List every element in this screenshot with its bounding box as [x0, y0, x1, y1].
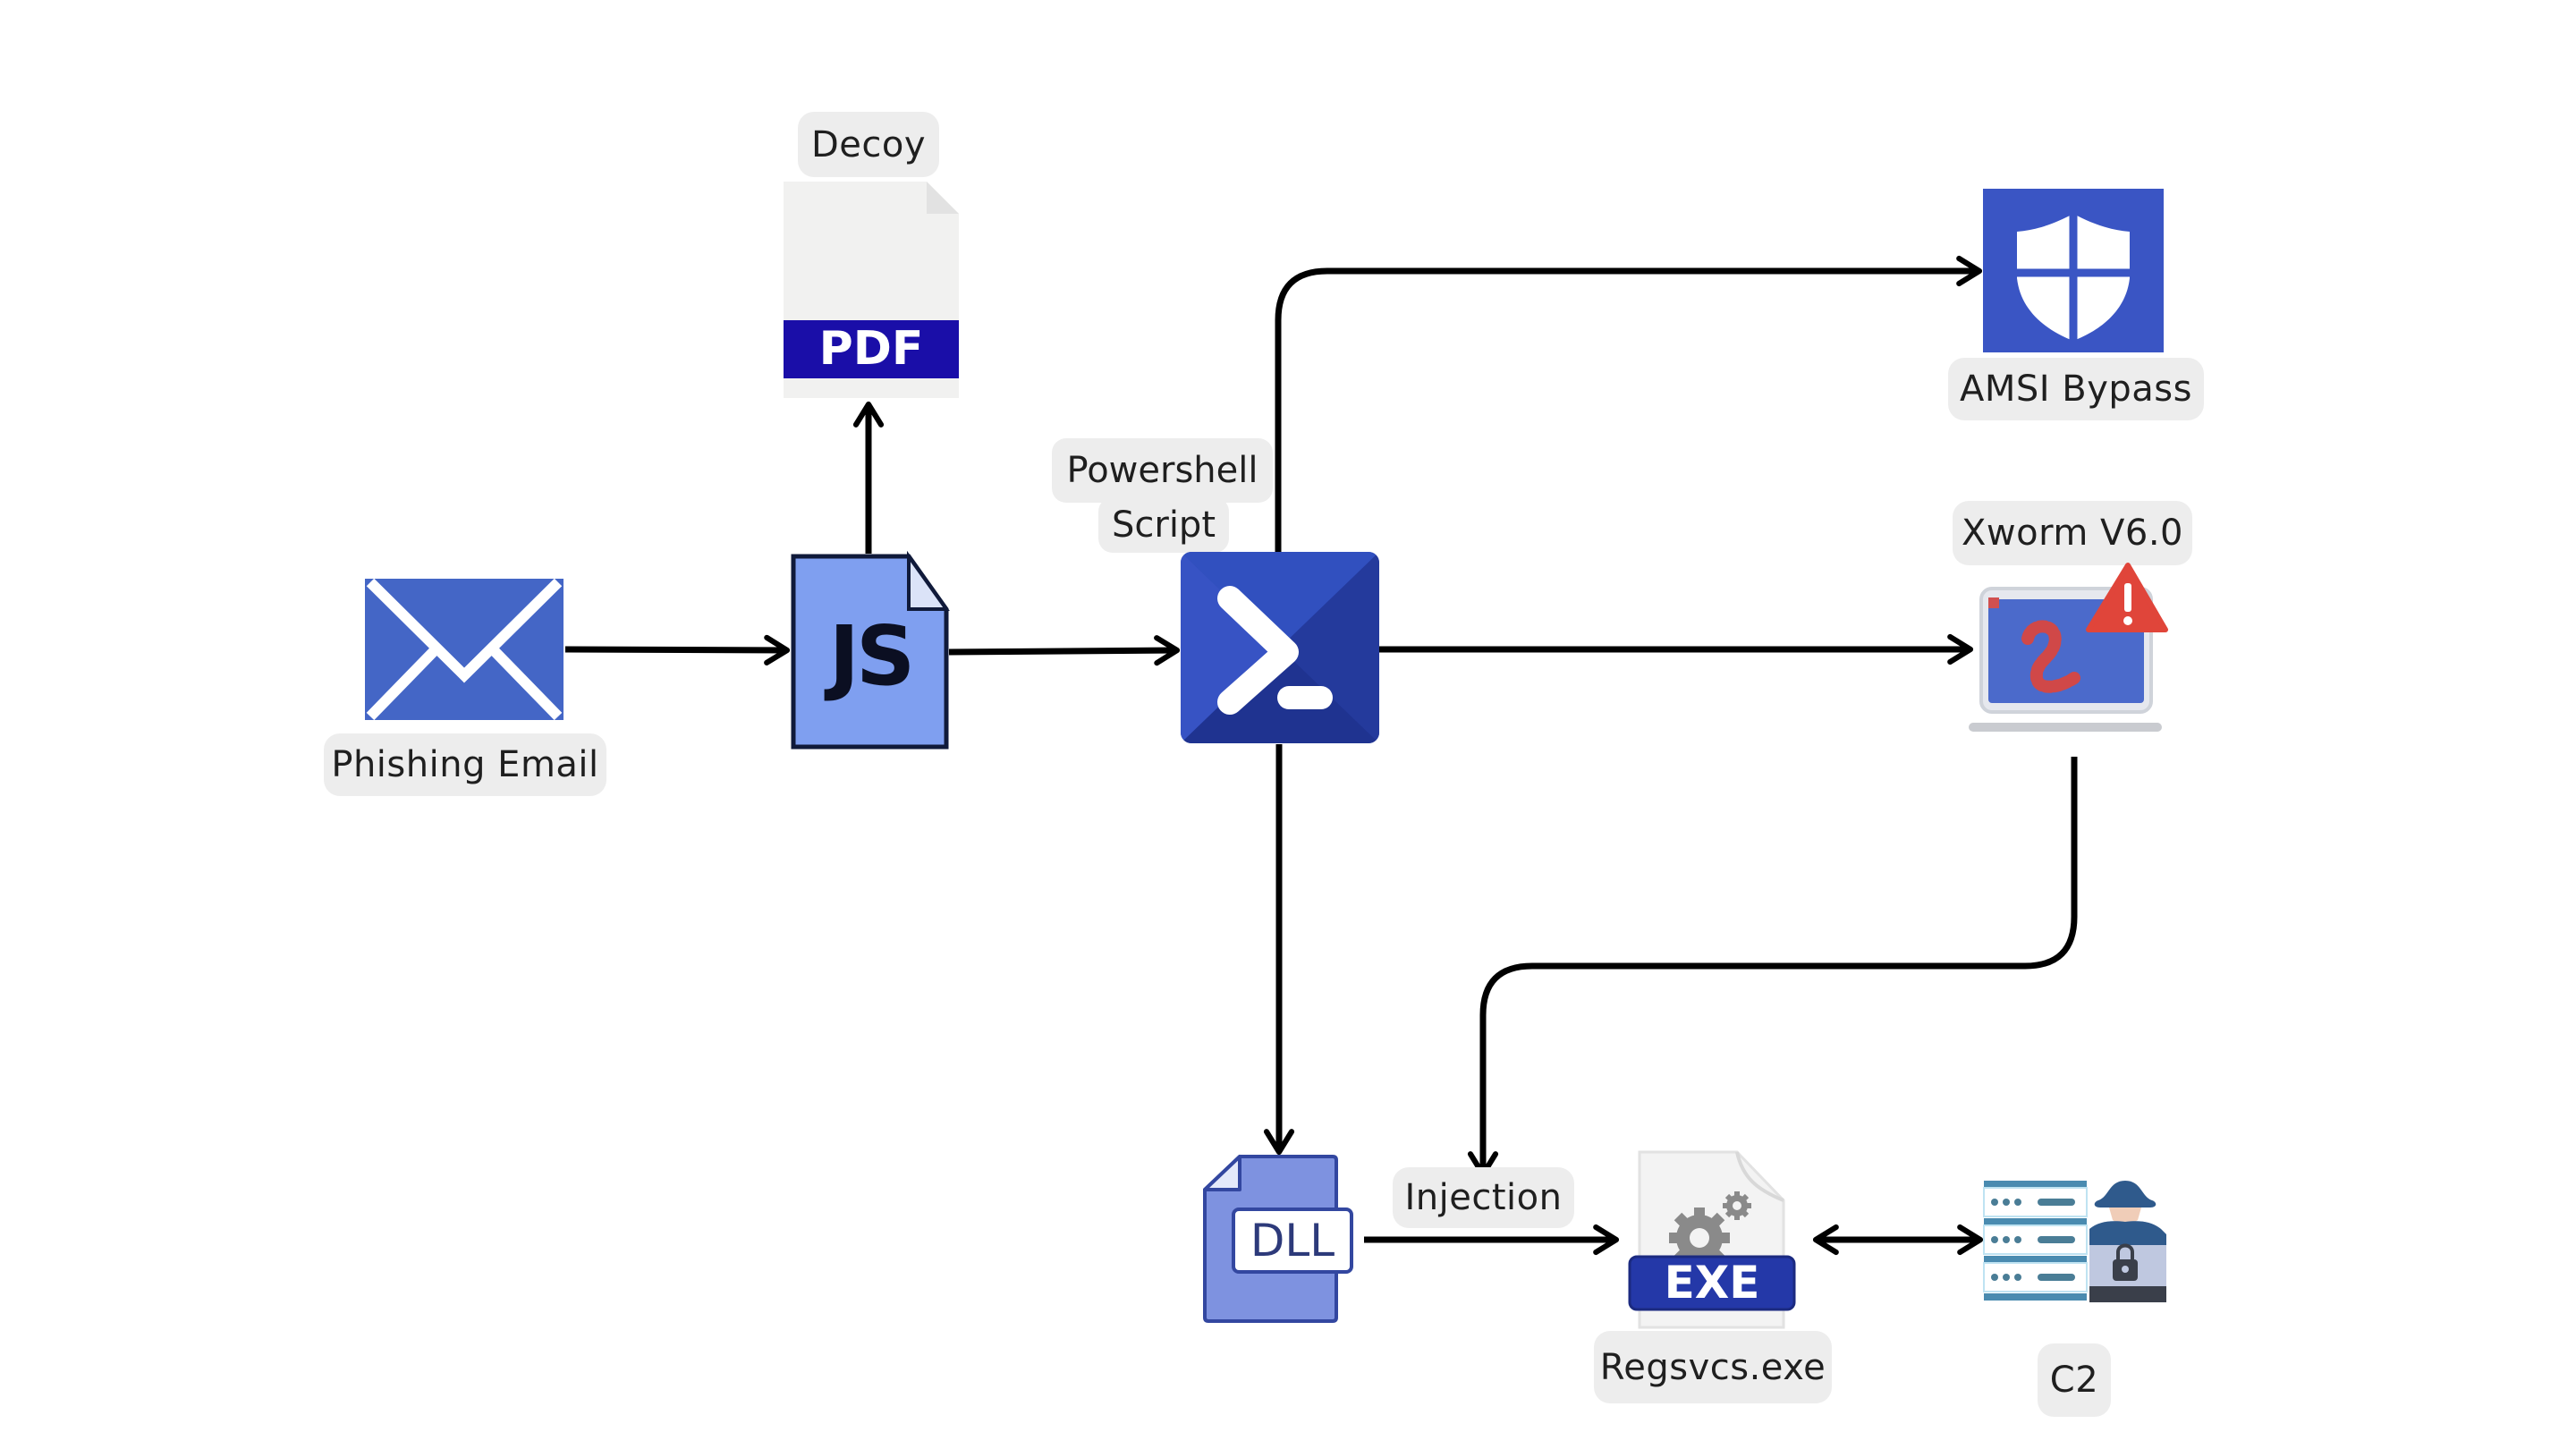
regsvcs-label: Regsvcs.exe — [1594, 1331, 1832, 1403]
powershell-label-line1: Powershell — [1052, 438, 1273, 503]
node-js-file[interactable]: JS — [791, 550, 950, 750]
node-regsvcs-exe[interactable]: EXE Regsvcs.exe — [1594, 1150, 1832, 1404]
hacker-icon — [2089, 1181, 2166, 1302]
node-c2[interactable]: C2 — [1983, 1177, 2172, 1419]
dll-file-icon — [1203, 1155, 1353, 1323]
c2-server-hacker-icon — [1983, 1181, 2166, 1302]
node-xworm[interactable]: Xworm V6.0 — [1953, 501, 2192, 735]
gear-icon — [1669, 1191, 1751, 1268]
shield-icon — [1983, 189, 2164, 352]
node-decoy-pdf[interactable]: Decoy PDF — [784, 112, 959, 398]
warning-icon — [2086, 563, 2168, 632]
edge-js-to-powershell — [948, 635, 1181, 666]
amsi-bypass-label: AMSI Bypass — [1948, 358, 2204, 420]
worm-icon — [2021, 620, 2080, 693]
exe-badge-text: EXE — [1664, 1257, 1760, 1309]
node-powershell-script[interactable]: Powershell Script — [1052, 436, 1379, 745]
infected-laptop-icon — [1969, 563, 2168, 732]
edge-powershell-to-amsi — [1275, 255, 1983, 552]
injection-label: Injection — [1393, 1167, 1574, 1228]
phishing-email-label: Phishing Email — [324, 733, 606, 796]
exe-file-icon — [1628, 1150, 1796, 1329]
node-dll[interactable]: DLL — [1202, 1154, 1354, 1324]
js-file-icon — [791, 550, 950, 750]
xworm-label: Xworm V6.0 — [1953, 501, 2192, 565]
decoy-label: Decoy — [798, 112, 939, 177]
c2-label: C2 — [2038, 1343, 2111, 1417]
js-file-text: JS — [828, 608, 916, 704]
pdf-badge-text: PDF — [818, 322, 924, 376]
node-amsi-bypass[interactable]: AMSI Bypass — [1948, 189, 2204, 420]
server-rack-icon — [1983, 1181, 2088, 1301]
edge-xworm-to-injection — [1467, 757, 2078, 1178]
dll-badge-text: DLL — [1250, 1215, 1335, 1267]
envelope-icon — [365, 578, 564, 721]
node-phishing-email[interactable]: Phishing Email — [324, 572, 610, 805]
edge-email-to-js — [564, 634, 791, 665]
pdf-file-icon — [784, 182, 959, 398]
powershell-icon — [1181, 552, 1379, 743]
powershell-label-line2: Script — [1098, 497, 1229, 553]
